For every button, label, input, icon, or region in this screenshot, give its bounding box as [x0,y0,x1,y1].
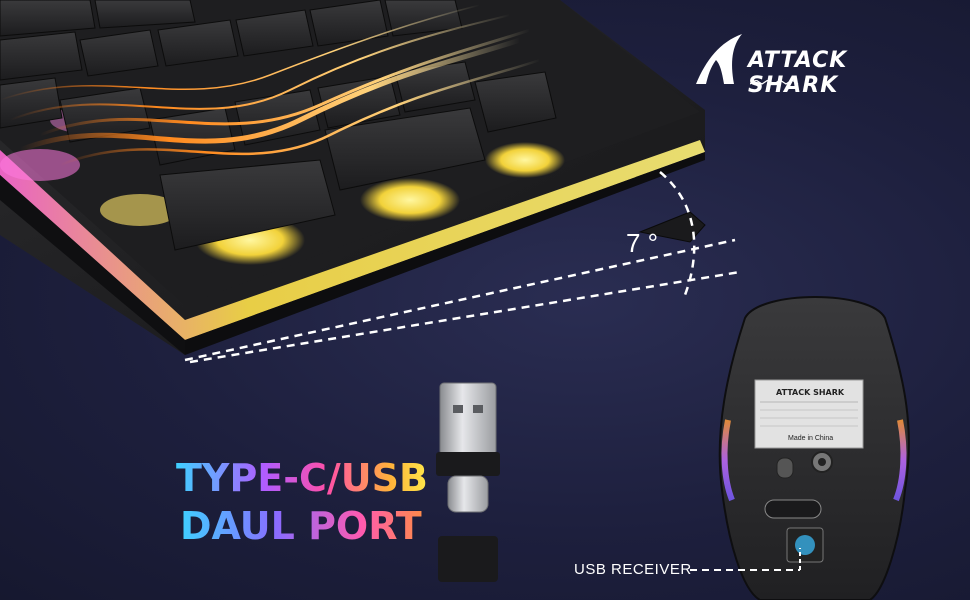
brand-logo: ATTACK SHARK [690,34,940,98]
shark-fin-icon [696,34,742,84]
tilt-angle-indicator [184,171,741,364]
usb-receiver-callout: USB RECEIVER [574,561,692,578]
motion-swoosh-lines [0,4,542,167]
port-type-heading: TYPE-C/USB [176,456,428,500]
mouse-label-brand: ATTACK SHARK [776,388,845,397]
brand-name: ATTACK SHARK [748,48,848,98]
brand-underline [750,80,799,85]
mouse-label-origin: Made in China [788,435,833,442]
port-dual-heading: DAUL PORT [180,504,422,548]
tilt-angle-label: 7 ° [626,228,659,258]
